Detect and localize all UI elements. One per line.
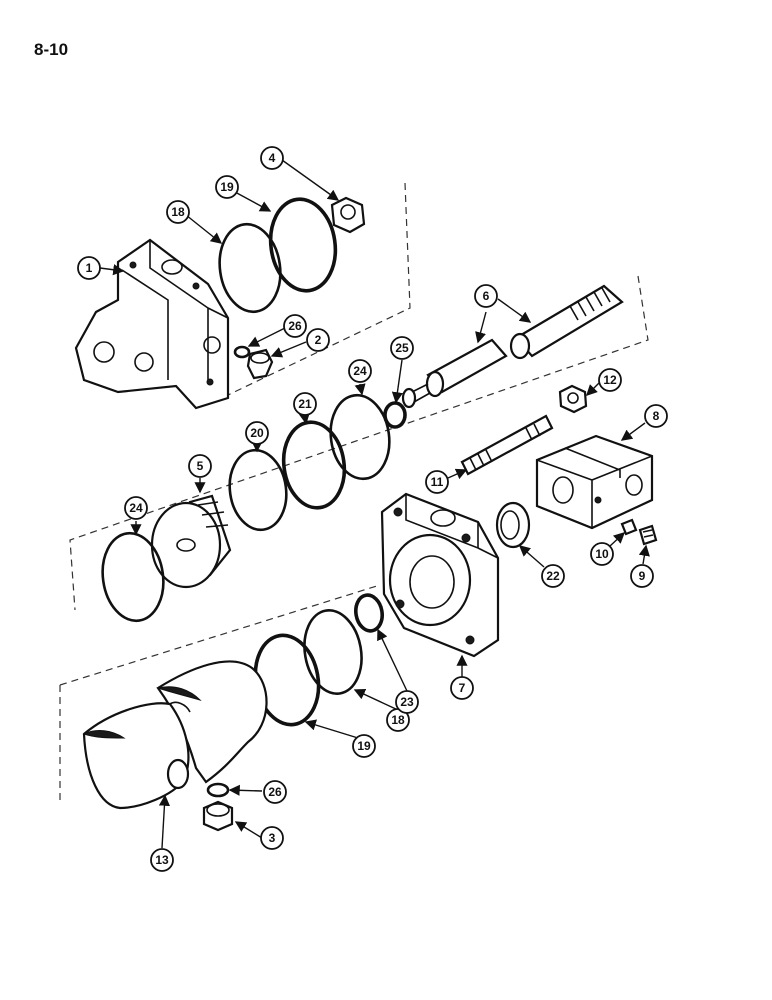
part-3-plug (202, 800, 234, 832)
svg-text:18: 18 (391, 713, 405, 727)
svg-text:9: 9 (639, 569, 646, 583)
page-number: 8-10 (34, 40, 69, 59)
part-10-fitting (620, 518, 638, 536)
callout-2: 2 (306, 328, 330, 352)
svg-text:21: 21 (298, 397, 312, 411)
svg-text:24: 24 (129, 501, 143, 515)
svg-text:6: 6 (483, 289, 490, 303)
part-5-piston (150, 494, 232, 589)
callout-26-top: 26 (283, 314, 307, 338)
callout-4: 4 (260, 146, 284, 170)
svg-text:2: 2 (315, 333, 322, 347)
part-4-nut (330, 196, 366, 234)
svg-text:25: 25 (395, 341, 409, 355)
callout-9: 9 (630, 564, 654, 588)
part-22-rod-seal (495, 501, 531, 549)
callout-5: 5 (188, 454, 212, 478)
svg-text:3: 3 (269, 831, 276, 845)
svg-text:7: 7 (459, 681, 466, 695)
callout-24-right: 24 (348, 359, 372, 383)
part-25-small-o-ring (383, 401, 407, 429)
callout-19-bottom: 19 (352, 734, 376, 758)
svg-text:12: 12 (603, 373, 617, 387)
assembly-dash-line-top (69, 182, 649, 611)
callout-12: 12 (598, 368, 622, 392)
callout-8: 8 (644, 404, 668, 428)
svg-text:26: 26 (268, 785, 282, 799)
svg-text:10: 10 (595, 547, 609, 561)
callout-18-bottom: 18 (386, 708, 410, 732)
part-19-o-ring-top (268, 197, 338, 293)
callout-1: 1 (77, 256, 101, 280)
leader-lines (99, 159, 650, 849)
part-20-seal-ring (228, 448, 288, 532)
callout-18-top: 18 (166, 200, 190, 224)
callout-13: 13 (150, 848, 174, 872)
part-24-seal-ring-right (329, 393, 391, 481)
svg-text:18: 18 (171, 205, 185, 219)
part-26-o-ring-top (233, 345, 251, 359)
svg-text:24: 24 (353, 364, 367, 378)
svg-text:1: 1 (86, 261, 93, 275)
svg-text:13: 13 (155, 853, 169, 867)
svg-text:19: 19 (357, 739, 371, 753)
part-7-gland-housing (380, 492, 500, 658)
callout-24-left: 24 (124, 496, 148, 520)
part-9-grease-fitting (638, 524, 658, 546)
svg-text:19: 19 (220, 180, 234, 194)
svg-text:5: 5 (197, 459, 204, 473)
part-8-rod-end-block (535, 434, 654, 530)
callout-6: 6 (474, 284, 498, 308)
part-26-o-ring-bottom (206, 782, 230, 798)
callout-25: 25 (390, 336, 414, 360)
svg-text:26: 26 (288, 319, 302, 333)
part-24-seal-ring-left (101, 531, 165, 623)
callout-10: 10 (590, 542, 614, 566)
part-13-cylinder-barrel (82, 660, 268, 810)
callout-20: 20 (245, 421, 269, 445)
callout-21: 21 (293, 392, 317, 416)
callout-3: 3 (260, 826, 284, 850)
svg-text:11: 11 (431, 475, 444, 489)
svg-text:20: 20 (250, 426, 264, 440)
part-18-seal-ring-bottom (303, 609, 363, 695)
svg-text:4: 4 (269, 151, 276, 165)
callout-26-bottom: 26 (263, 780, 287, 804)
svg-text:23: 23 (400, 695, 414, 709)
part-12-nut (558, 384, 588, 414)
part-1-clevis-cap (74, 238, 230, 410)
part-18-seal-ring-top (218, 222, 282, 314)
callout-22: 22 (541, 564, 565, 588)
assembly-dash-line-bottom (59, 584, 381, 800)
callout-19-top: 19 (215, 175, 239, 199)
callout-7: 7 (450, 676, 474, 700)
part-23-o-ring (354, 593, 384, 633)
svg-text:22: 22 (546, 569, 560, 583)
part-2-plug (246, 348, 274, 380)
part-6-piston-rod (401, 284, 624, 409)
callout-11: 11 (425, 470, 449, 494)
svg-text:8: 8 (653, 409, 660, 423)
callout-23: 23 (395, 690, 419, 714)
